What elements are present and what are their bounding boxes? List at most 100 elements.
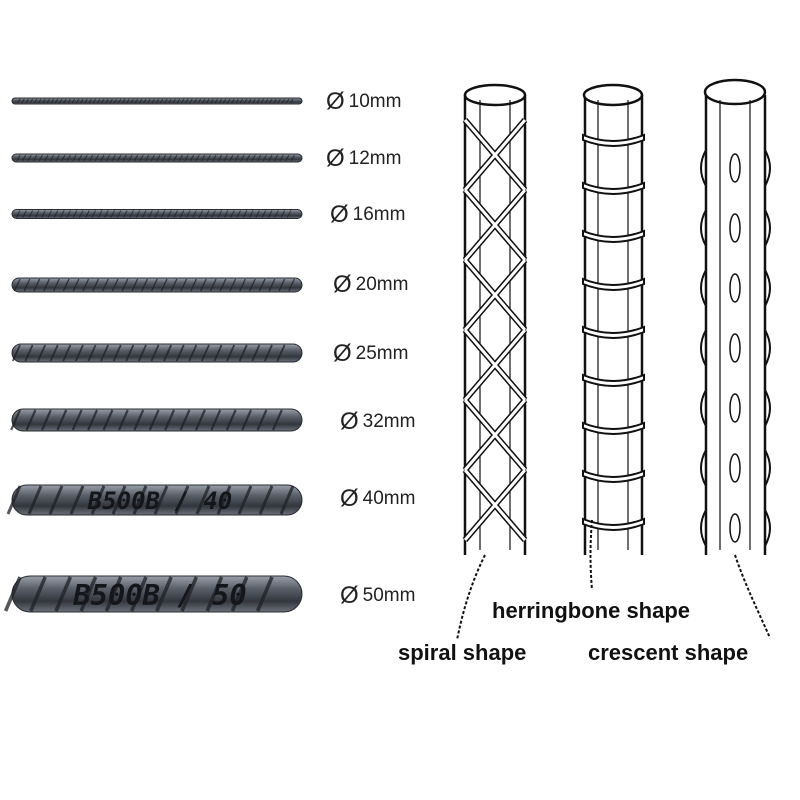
diameter-symbol: Ø bbox=[340, 408, 359, 435]
rebar-rib bbox=[201, 98, 206, 104]
rebar-rib bbox=[217, 210, 223, 218]
rebar-rib bbox=[29, 98, 34, 104]
rebar-rib bbox=[79, 576, 98, 612]
rebar-rib bbox=[3, 576, 22, 612]
rebar-rib bbox=[242, 210, 248, 218]
crescent-lug bbox=[764, 149, 771, 187]
rebar-rib bbox=[21, 154, 27, 162]
rebar-rib bbox=[141, 278, 149, 292]
rebar-rib bbox=[273, 154, 279, 162]
rebar-rib bbox=[273, 98, 277, 104]
rebar-rib bbox=[145, 154, 150, 162]
rebar-rib bbox=[89, 154, 94, 162]
rebar-rib bbox=[252, 98, 256, 104]
rebar-rib bbox=[17, 98, 21, 104]
rebar-rib bbox=[230, 210, 235, 218]
rebar-rib bbox=[255, 576, 274, 612]
crescent-lug bbox=[764, 449, 771, 487]
rebar-rib bbox=[131, 278, 139, 292]
rebar-rib bbox=[92, 278, 100, 292]
leader-lines bbox=[456, 519, 771, 641]
rebar-rib bbox=[217, 154, 223, 162]
rebar-rib bbox=[173, 154, 178, 162]
rebar-rib bbox=[117, 98, 122, 104]
rebar-rib bbox=[223, 210, 229, 218]
rebar-rib bbox=[163, 344, 173, 362]
rebar-rib bbox=[180, 576, 199, 612]
rib-shape-columns bbox=[456, 78, 771, 641]
rebar-rib bbox=[210, 409, 222, 431]
spiral-shape-label: spiral shape bbox=[398, 640, 527, 665]
rebar-rib bbox=[13, 278, 21, 292]
rebar-rib bbox=[60, 210, 65, 218]
rebar-rib bbox=[55, 154, 60, 162]
crescent-lug bbox=[700, 329, 707, 367]
rebar-rib bbox=[74, 344, 84, 362]
rebar-rib bbox=[212, 154, 217, 162]
herringbone-rib bbox=[582, 181, 645, 195]
rebar-rib bbox=[23, 278, 31, 292]
rebar-rib bbox=[278, 278, 286, 292]
rebar-rib bbox=[101, 98, 105, 104]
rebar-rib bbox=[256, 409, 268, 431]
rebar-16mm bbox=[11, 209, 303, 219]
rebar-rib bbox=[117, 409, 129, 431]
rebar-rib bbox=[88, 98, 92, 104]
rebar-rib bbox=[189, 98, 193, 104]
rebar-rib bbox=[46, 98, 50, 104]
crescent-lug bbox=[729, 153, 741, 183]
rebar-rib bbox=[184, 154, 189, 162]
rebar-rib bbox=[230, 576, 249, 612]
rebar-rib bbox=[239, 98, 244, 104]
rebar-rib bbox=[269, 98, 273, 104]
rebar-rib bbox=[290, 98, 294, 104]
rebar-rib bbox=[129, 576, 148, 612]
diameter-value: 20mm bbox=[355, 274, 409, 295]
crescent-lug bbox=[700, 209, 707, 247]
rebar-25mm bbox=[11, 343, 303, 363]
rebar-rib bbox=[276, 344, 286, 362]
rebar-rib bbox=[268, 154, 273, 162]
rebar-rib bbox=[78, 210, 84, 218]
rebar-rib bbox=[87, 409, 99, 431]
rebar-rib bbox=[243, 98, 248, 104]
rebar-rib bbox=[133, 154, 139, 162]
rebar-rib bbox=[197, 98, 202, 104]
rebar-rib bbox=[167, 154, 172, 162]
rebar-rib bbox=[251, 344, 261, 362]
rebar-rib bbox=[97, 210, 103, 218]
rebar-rib bbox=[185, 98, 189, 104]
rebar-rib bbox=[192, 210, 197, 218]
diameter-value: 40mm bbox=[362, 488, 416, 509]
rebar-rib bbox=[201, 154, 206, 162]
crescent-lug bbox=[764, 269, 771, 307]
rebar-rib bbox=[279, 485, 295, 515]
spiral-rib bbox=[463, 189, 527, 261]
crescent-lug bbox=[729, 333, 741, 363]
rebar-rib bbox=[222, 98, 227, 104]
rebar-rib bbox=[150, 154, 155, 162]
rebar-rib bbox=[24, 344, 34, 362]
rebar-rib bbox=[179, 210, 185, 218]
herringbone-shape-label: herringbone shape bbox=[492, 598, 691, 623]
rebar-rib bbox=[125, 344, 135, 362]
rebar-rib bbox=[245, 154, 251, 162]
rebar-rib bbox=[56, 409, 68, 431]
rebar-rib bbox=[239, 278, 247, 292]
rebar-rib bbox=[54, 98, 59, 104]
rebar-rib bbox=[151, 98, 155, 104]
rebar-rib bbox=[267, 210, 273, 218]
rebar-rib bbox=[257, 154, 262, 162]
rebar-rib bbox=[16, 154, 21, 162]
rebar-rib bbox=[49, 154, 55, 162]
rebar-rib bbox=[123, 210, 128, 218]
rebar-rib bbox=[15, 210, 21, 218]
rebar-rib bbox=[104, 210, 109, 218]
rebar-rib bbox=[82, 278, 90, 292]
rebar-stamp: B500B / 50 bbox=[72, 578, 246, 612]
rebar-rib bbox=[77, 154, 83, 162]
